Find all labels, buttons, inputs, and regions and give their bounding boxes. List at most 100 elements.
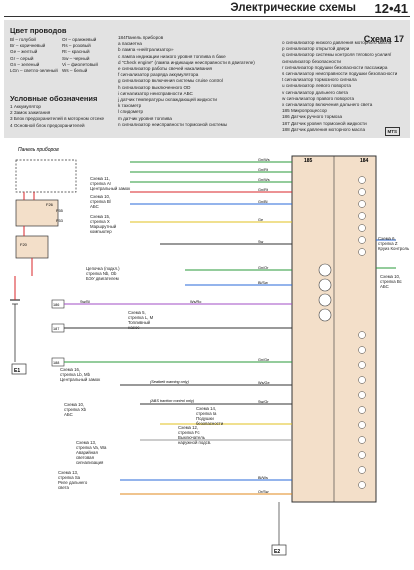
component-item: p сигнализатор открытой двери: [282, 46, 350, 52]
lamp-icon: [358, 224, 366, 232]
battery-symbol: [10, 276, 20, 362]
fuse-box-main: [15, 199, 59, 227]
panel-caption: Панель приборов: [18, 147, 59, 153]
component-id: 187: [53, 327, 59, 331]
label-cruise-control: Схема 6, стрелка Z Круиз Контроль: [378, 236, 410, 251]
wire-color-item: Gr – серый: [10, 55, 34, 61]
wire-code: Ge: [258, 218, 263, 222]
fuse-label: F26: [46, 202, 54, 207]
wire-color-item: Sw – черный: [62, 55, 90, 61]
components-right-list: o сигнализатор низкого давления моторног…: [282, 40, 397, 133]
lamp-icon: [358, 212, 366, 220]
lamp-icon: [358, 346, 366, 354]
wire-color-item: Ws – белый: [62, 68, 88, 74]
panel-id-184: 184: [360, 158, 369, 164]
wire-code: Or/Sw: [258, 490, 269, 494]
component-item: u сигнализатор левого поворота: [282, 83, 351, 89]
fuse-label: F53: [56, 218, 64, 223]
wire-color-item: Ge – желтый: [10, 49, 38, 55]
ignition-cluster: [15, 159, 77, 276]
header-title: Электрические схемы: [230, 2, 356, 14]
label-abs-b: Схема 10, стрелка Xb АБС: [64, 402, 87, 417]
panel-id-185: 185: [304, 158, 313, 164]
component-item: v сигнализатор дальнего света: [282, 89, 348, 95]
publisher-badge: MTS: [384, 127, 400, 136]
component-item: t сигнализатор тормозного сигнала: [282, 77, 357, 83]
component-item: c лампа индикации низкого уровня топлива…: [118, 53, 226, 59]
wire-color-item: Gn – зеленый: [10, 61, 40, 67]
wire-code: Bl/Sw: [258, 281, 268, 285]
component-item: 184Панель приборов: [118, 35, 164, 40]
wire-code: Sw: [258, 240, 264, 244]
note: (Seatbelt warning only): [150, 380, 190, 384]
wire-colors-col2: Or – оранжевый Rs – розовый Rt – красный…: [62, 37, 98, 74]
lamp-icon: [358, 406, 366, 414]
wire-bundle: [64, 161, 396, 495]
component-item: e сигнализатор работы свечей накаливания: [118, 66, 212, 72]
label-engine-ecu: Цепочка (подкл.) стрелка Nb, Ob БЭУ двиг…: [86, 266, 120, 281]
label-central-lock: Схема 11, стрелка Аr Центральный замок: [90, 176, 131, 191]
component-item: 185 Микропроцессор: [282, 108, 327, 114]
gauge-icon: [318, 263, 332, 277]
wire-code: Sw/Gr: [258, 400, 269, 404]
lamp-icon: [358, 248, 366, 256]
component-id: 188: [53, 361, 59, 365]
component-item: k тахометр: [118, 103, 142, 109]
symbol-item: 3 Блок предохранителей в моторном отсеке: [10, 116, 105, 122]
wiring-diagram: 185 184 Панель прибор: [10, 147, 396, 556]
symbol-item: 4 Основной блок предохранителей: [10, 122, 85, 128]
wire-color-item: Rs – розовый: [62, 43, 91, 49]
label-abs-right: Схема 10, стрелка Bc АБС: [380, 274, 402, 289]
wire-code: Gn/Or: [258, 266, 269, 270]
wire-code: Gn/Rt: [258, 188, 269, 192]
wire-code: Gn/Rt: [258, 168, 269, 172]
wire-code: Sw/Bl: [80, 300, 90, 304]
component-item: o сигнализатор низкого давления моторног…: [282, 40, 392, 45]
gauge-icon: [318, 278, 332, 292]
component-item: b лампа «нейтрализатор»: [118, 47, 174, 53]
lamp-icon: [358, 436, 366, 444]
ground-e2-label: E2: [274, 549, 280, 555]
component-item: 186 Датчик ручного тормоза: [282, 114, 343, 120]
label-route-computer: Схема 15, стрелка X Маршрутный компьютер: [90, 214, 117, 234]
components-mid-list: 184Панель приборов a пасметна b лампа «н…: [118, 35, 255, 128]
page-header: Электрические схемы 12•41: [0, 0, 414, 18]
component-item: m датчик уровня топлива: [118, 115, 172, 121]
fuse-label: F20: [20, 242, 28, 247]
header-rule: [4, 16, 410, 17]
lamp-icon: [358, 391, 366, 399]
component-item: l спидометр: [118, 109, 144, 115]
gauge-group: [318, 263, 332, 322]
component-item: g сигнализатор включения системы cruise …: [118, 78, 223, 84]
ground-e1: [11, 363, 27, 375]
component-id: 186: [53, 303, 59, 307]
wire-color-item: Vi – фиолетовый: [62, 61, 98, 67]
wire-code: Ws/Ge: [258, 381, 270, 385]
wire-code: Gn/Ws: [258, 158, 270, 162]
component-item: a пасметна: [118, 41, 142, 47]
indicator-lamps: [358, 176, 366, 489]
symbols-heading: Условные обозначения: [10, 94, 98, 103]
gauge-icon: [318, 293, 332, 307]
component-item: q сигнализатор системы контроля тягового…: [282, 52, 392, 58]
wire-colors-col1: Bl – голубой Br – коричневый Ge – желтый…: [10, 37, 58, 74]
lamp-icon: [358, 451, 366, 459]
ignition-switch-box: [15, 159, 77, 193]
component-item: w сигнализатор правого поворота: [282, 95, 355, 101]
component-item: сигнализатор безопасности: [282, 58, 341, 64]
component-item: h сигнализатор выключенного OD: [118, 84, 191, 90]
symbol-item: 1 Аккумулятор: [10, 104, 41, 109]
label-central-lock-2: Схема 16, стрелка Lb, Mb Центральный зам…: [60, 367, 101, 382]
component-item: s сигнализатор неисправности подушки без…: [282, 71, 398, 77]
scheme-label: Схема 17: [363, 34, 404, 44]
wire-code: Gn/Ws: [258, 178, 270, 182]
legend-panel: Цвет проводов Bl – голубой Br – коричнев…: [4, 20, 410, 138]
component-item: x сигнализатор включения дальнего света: [282, 102, 373, 108]
label-abs-a: Схема 10, стрелка Bl АБС: [90, 194, 111, 209]
lamp-icon: [358, 200, 366, 208]
page-number: 12•41: [374, 1, 408, 16]
gauge-icon: [318, 308, 332, 322]
wire-colors-heading: Цвет проводов: [10, 26, 67, 35]
lamp-icon: [358, 188, 366, 196]
wire-color-item: Or – оранжевый: [62, 37, 97, 42]
